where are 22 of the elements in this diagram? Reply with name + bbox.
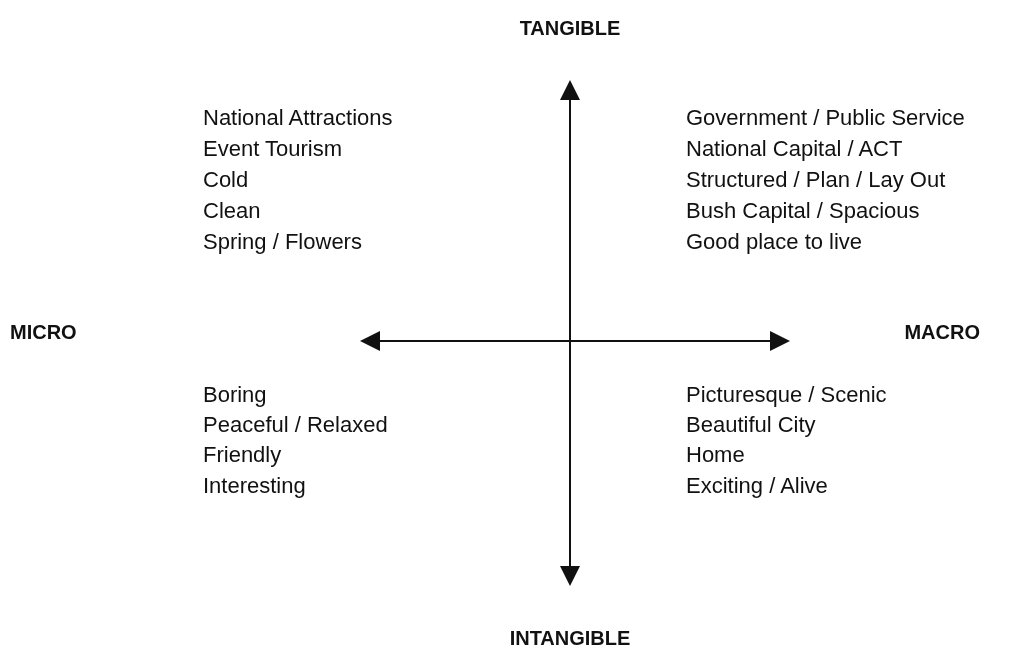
quadrant-item: Home bbox=[686, 442, 745, 468]
quadrant-item: Exciting / Alive bbox=[686, 473, 828, 499]
quadrant-item: Interesting bbox=[203, 473, 306, 499]
quadrant-item: National Attractions bbox=[203, 105, 393, 131]
quadrant-item: National Capital / ACT bbox=[686, 136, 903, 162]
quadrant-item: Cold bbox=[203, 167, 249, 193]
quadrant-item: Spring / Flowers bbox=[203, 229, 362, 255]
axis-label: MICRO bbox=[10, 320, 77, 345]
quadrant-item: Friendly bbox=[203, 442, 282, 468]
quadrant-item: Boring bbox=[203, 382, 267, 408]
quadrant-item: Structured / Plan / Lay Out bbox=[686, 167, 946, 193]
quadrant-item: Government / Public Service bbox=[686, 105, 965, 131]
quadrant-item: Clean bbox=[203, 198, 261, 224]
quadrant-item: Good place to live bbox=[686, 229, 863, 255]
axis-label: INTANGIBLE bbox=[509, 626, 631, 650]
quadrant-item: Picturesque / Scenic bbox=[686, 382, 887, 408]
axis-label: TANGIBLE bbox=[519, 16, 621, 41]
quadrant-item: Bush Capital / Spacious bbox=[686, 198, 920, 224]
quadrant-item: Peaceful / Relaxed bbox=[203, 412, 388, 438]
quadrant-item: Beautiful City bbox=[686, 412, 816, 438]
axis-label: MACRO bbox=[904, 320, 980, 345]
quadrant-item: Event Tourism bbox=[203, 136, 342, 162]
